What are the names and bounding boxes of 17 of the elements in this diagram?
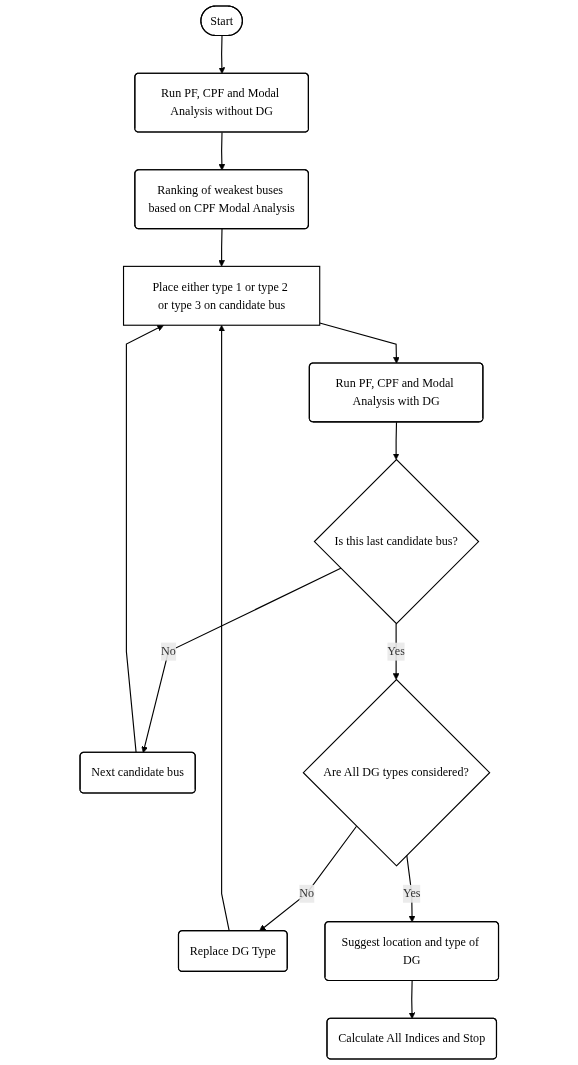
arrow bbox=[318, 322, 400, 364]
arrow bbox=[218, 35, 225, 74]
edge-label: No bbox=[299, 886, 314, 900]
node-diamond: Are All DG types considered? bbox=[302, 678, 491, 867]
edge-label: Yes bbox=[402, 886, 421, 900]
arrow bbox=[141, 567, 342, 753]
edge-label: Yes bbox=[387, 644, 405, 658]
arrow bbox=[392, 421, 400, 460]
arrow bbox=[218, 228, 225, 267]
arrow bbox=[218, 131, 225, 171]
arrow bbox=[125, 324, 164, 754]
arrow bbox=[258, 825, 357, 932]
node-box: Place either type 1 or type 2 or type 3 on candidate bus bbox=[122, 265, 320, 326]
arrow bbox=[218, 324, 230, 932]
arrow bbox=[408, 980, 416, 1019]
edge-label: No bbox=[160, 644, 176, 658]
node-diamond: Is this last candidate bus? bbox=[313, 458, 480, 625]
